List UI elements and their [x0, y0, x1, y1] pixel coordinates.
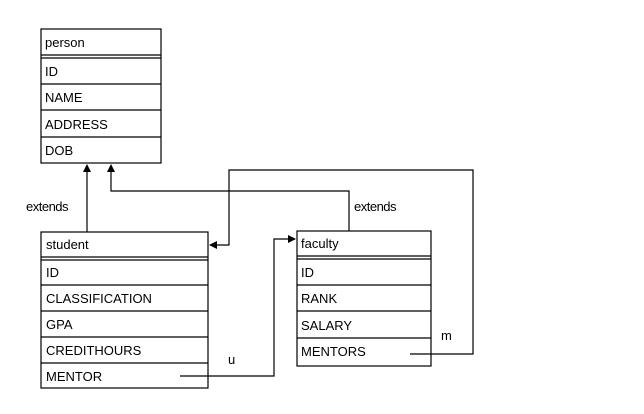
- student-attr-mentor: MENTOR: [46, 369, 102, 384]
- mentor-association-arrow: [180, 235, 296, 377]
- person-title: person: [45, 35, 85, 50]
- faculty-attr-rank: RANK: [301, 291, 337, 306]
- student-class: student ID CLASSIFICATION GPA CREDITHOUR…: [40, 231, 209, 389]
- mentor-multiplicity-label: u: [228, 352, 235, 367]
- person-box: [40, 28, 162, 164]
- mentors-association-arrow: [209, 169, 474, 355]
- student-attr-id: ID: [46, 265, 59, 280]
- faculty-attr-mentors: MENTORS: [301, 344, 366, 359]
- person-attr-name: NAME: [45, 90, 83, 105]
- person-attr-id: ID: [45, 64, 58, 79]
- student-extends-label: extends: [26, 199, 69, 214]
- faculty-box: [296, 230, 432, 367]
- student-attr-classification: CLASSIFICATION: [46, 291, 152, 306]
- faculty-extends-label: extends: [354, 199, 397, 214]
- student-title: student: [46, 237, 89, 252]
- faculty-extends-arrow: [107, 164, 350, 231]
- student-attr-gpa: GPA: [46, 317, 73, 332]
- faculty-class: faculty ID RANK SALARY MENTORS: [296, 230, 432, 367]
- student-attr-credithours: CREDITHOURS: [46, 343, 142, 358]
- person-class: person ID NAME ADDRESS DOB: [40, 28, 162, 164]
- faculty-attr-id: ID: [301, 265, 314, 280]
- person-attr-dob: DOB: [45, 143, 73, 158]
- faculty-title: faculty: [301, 236, 339, 251]
- student-box: [40, 231, 209, 389]
- faculty-attr-salary: SALARY: [301, 318, 352, 333]
- mentors-multiplicity-label: m: [441, 328, 451, 343]
- person-attr-address: ADDRESS: [45, 117, 108, 132]
